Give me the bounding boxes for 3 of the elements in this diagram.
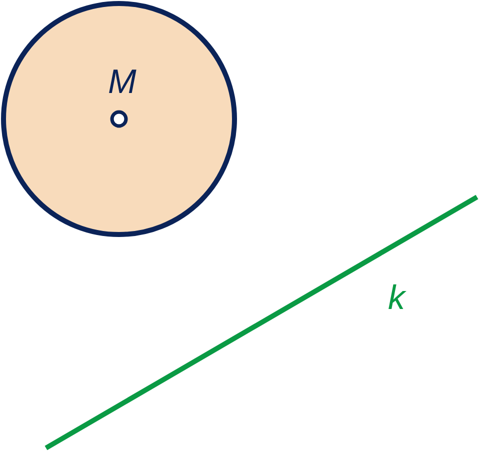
line-label: k <box>388 281 405 315</box>
circle <box>1 1 237 237</box>
point-label: M <box>108 65 136 99</box>
